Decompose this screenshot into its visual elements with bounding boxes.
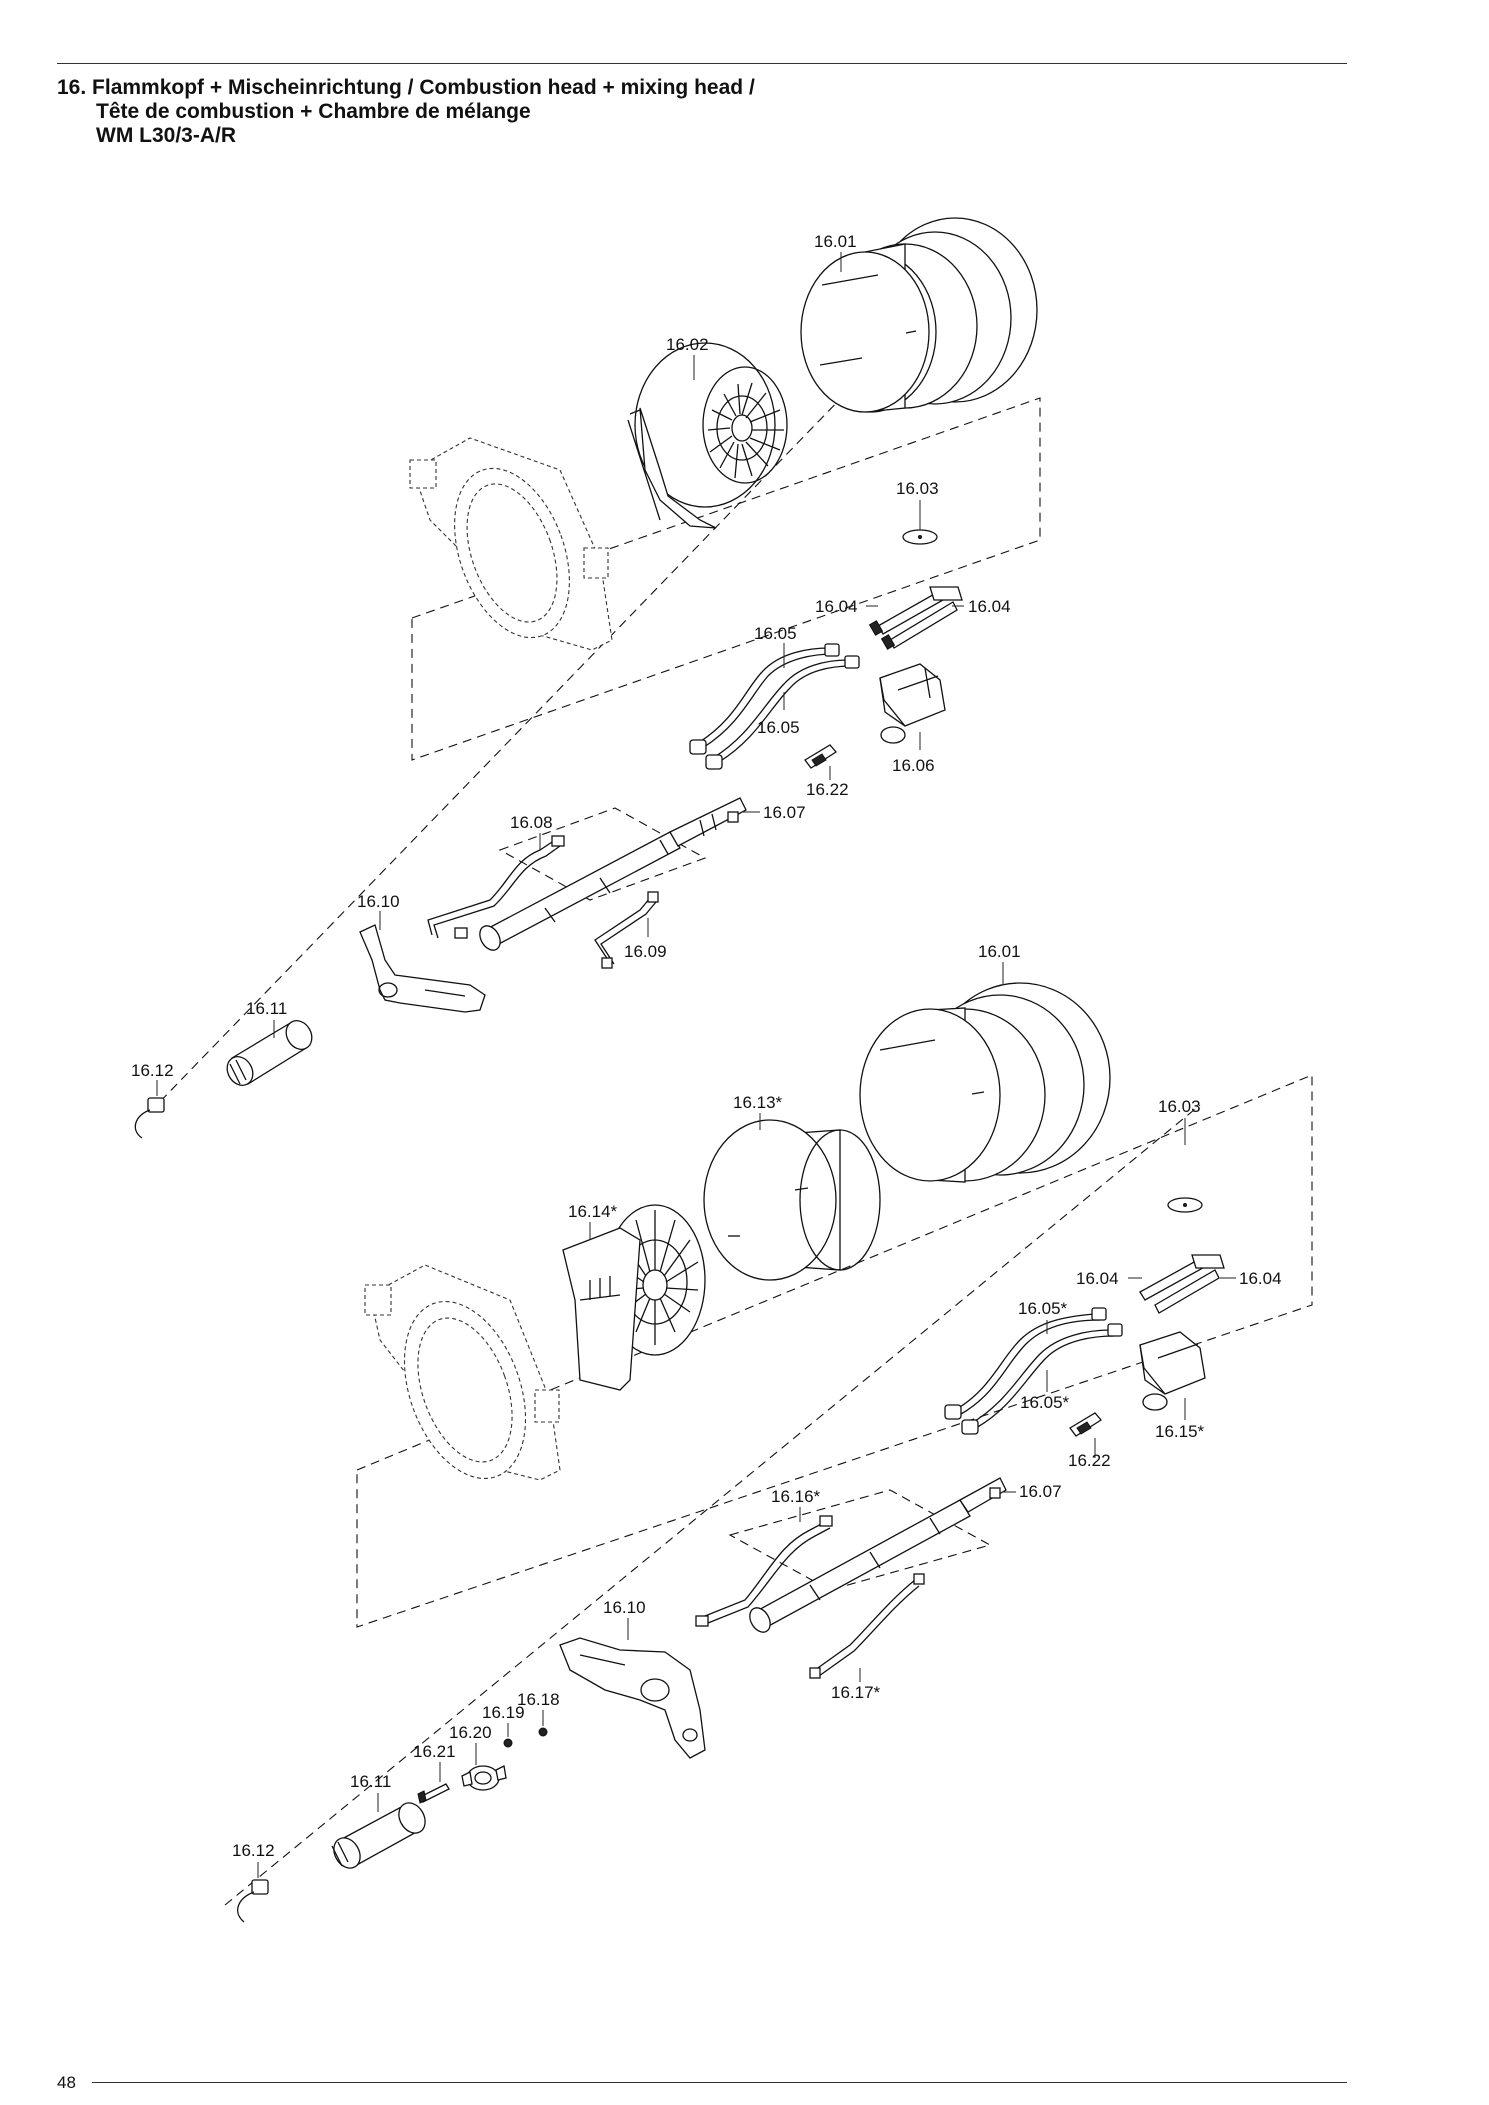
bottom-axis-line — [224, 1104, 1201, 1906]
part-16-04-ignition-electrodes — [868, 586, 963, 650]
part-16-02-mixing-head — [627, 342, 788, 529]
title-line-3: WM L30/3-A/R — [96, 124, 237, 147]
label-bottom-16-19: 16.19 — [482, 1703, 525, 1722]
part-16-20-clamp-ring — [461, 1765, 507, 1791]
label-top-16-04-right: 16.04 — [968, 597, 1011, 616]
bottom-rule — [92, 2082, 1347, 2083]
label-bottom-16-13: 16.13* — [733, 1093, 783, 1112]
label-bottom-16-17: 16.17* — [831, 1683, 881, 1702]
label-bottom-16-05-upper: 16.05* — [1018, 1299, 1068, 1318]
label-bottom-16-04-right: 16.04 — [1239, 1269, 1282, 1288]
label-bottom-16-20: 16.20 — [449, 1723, 492, 1742]
label-bottom-16-14: 16.14* — [568, 1202, 618, 1221]
part-16-08-oil-pipe — [427, 835, 565, 939]
part-16-17-oil-pipe — [809, 1573, 925, 1679]
label-top-16-08: 16.08 — [510, 813, 553, 832]
label-top-16-07: 16.07 — [763, 803, 806, 822]
bottom-dashed-enclosure — [356, 1074, 1313, 1628]
top-mounting-flange-ghost — [409, 437, 613, 651]
bottom-mounting-flange-ghost — [364, 1264, 561, 1481]
label-top-16-01: 16.01 — [814, 232, 857, 251]
label-bottom-16-01: 16.01 — [978, 942, 1021, 961]
label-bottom-16-16: 16.16* — [771, 1487, 821, 1506]
part-16-19-washer — [503, 1738, 513, 1748]
top-part-labels: 16.01 16.02 16.03 16.04 16.04 16.05 16.0… — [131, 232, 1011, 1080]
part-16-12-plug — [134, 1097, 165, 1139]
title-line-1: 16. Flammkopf + Mischeinrichtung / Combu… — [57, 76, 755, 99]
label-top-16-10: 16.10 — [357, 892, 400, 911]
part-16-21-screw — [417, 1783, 450, 1804]
label-bottom-16-10: 16.10 — [603, 1598, 646, 1617]
part-16-22-nozzle — [804, 744, 837, 769]
part-16-15-electrode-holder — [1139, 1331, 1206, 1411]
part-16-04-ignition-electrodes-bottom — [1139, 1254, 1225, 1314]
label-top-16-12: 16.12 — [131, 1061, 174, 1080]
bottom-assembly: 16.01 16.13* 16.03 16.14* 16.04 16.04 16… — [224, 942, 1313, 1923]
label-top-16-02: 16.02 — [666, 335, 709, 354]
bottom-lance-dashed-box — [728, 1489, 992, 1591]
part-16-10-bracket-bottom — [559, 1637, 706, 1759]
label-top-16-04-left: 16.04 — [815, 597, 858, 616]
top-rule — [57, 63, 1347, 64]
part-16-13-tube-extension — [703, 1119, 881, 1281]
label-top-16-22: 16.22 — [806, 780, 849, 799]
part-16-05-ignition-cables-bottom — [944, 1307, 1123, 1435]
label-top-16-06: 16.06 — [892, 756, 935, 775]
top-leader-lines — [156, 252, 1004, 1096]
part-16-14-mixing-head — [562, 1204, 706, 1391]
part-16-11-solenoid-coil — [226, 1020, 313, 1086]
label-top-16-03: 16.03 — [896, 479, 939, 498]
label-bottom-16-07: 16.07 — [1019, 1482, 1062, 1501]
label-bottom-16-22: 16.22 — [1068, 1451, 1111, 1470]
page-number: 48 — [57, 2073, 76, 2092]
top-lance-dashed-box — [498, 807, 707, 901]
part-16-22-nozzle-bottom — [1069, 1412, 1102, 1437]
label-bottom-16-04-left: 16.04 — [1076, 1269, 1119, 1288]
part-16-16-oil-pipe — [695, 1515, 833, 1627]
part-16-07-oil-lance-bottom — [749, 1477, 1007, 1633]
label-bottom-16-11: 16.11 — [350, 1772, 391, 1791]
bottom-leader-lines — [257, 962, 1236, 1878]
label-top-16-05-upper: 16.05 — [754, 624, 797, 643]
top-assembly: 16.01 16.02 16.03 16.04 16.04 16.05 16.0… — [131, 217, 1041, 1139]
label-bottom-16-05-lower: 16.05* — [1020, 1393, 1070, 1412]
part-16-11-solenoid-coil-bottom — [331, 1802, 426, 1869]
page-title: 16. Flammkopf + Mischeinrichtung / Combu… — [57, 76, 755, 148]
part-16-09-oil-pipe — [594, 891, 659, 969]
label-top-16-05-lower: 16.05 — [757, 718, 800, 737]
title-line-2: Tête de combustion + Chambre de mélange — [96, 100, 531, 123]
label-top-16-09: 16.09 — [624, 942, 667, 961]
label-bottom-16-18: 16.18 — [517, 1690, 560, 1709]
part-16-01-burner-tube-bottom — [859, 982, 1111, 1183]
part-16-10-bracket — [359, 924, 486, 1013]
part-16-05-ignition-cables — [689, 643, 860, 770]
part-16-07-oil-lance — [479, 797, 747, 951]
label-bottom-16-12: 16.12 — [232, 1841, 275, 1860]
part-16-12-plug-bottom — [237, 1879, 269, 1923]
top-dashed-enclosure — [411, 397, 1041, 761]
label-bottom-16-15: 16.15* — [1155, 1422, 1205, 1441]
bottom-part-labels: 16.01 16.13* 16.03 16.14* 16.04 16.04 16… — [232, 942, 1282, 1860]
part-16-01-burner-tube — [800, 217, 1038, 413]
label-top-16-11: 16.11 — [246, 999, 287, 1018]
part-16-18-nut — [538, 1727, 548, 1737]
part-16-06-electrode-holder — [879, 663, 946, 744]
label-bottom-16-21: 16.21 — [413, 1742, 456, 1761]
top-axis-line — [149, 331, 906, 1113]
label-bottom-16-03: 16.03 — [1158, 1097, 1201, 1116]
